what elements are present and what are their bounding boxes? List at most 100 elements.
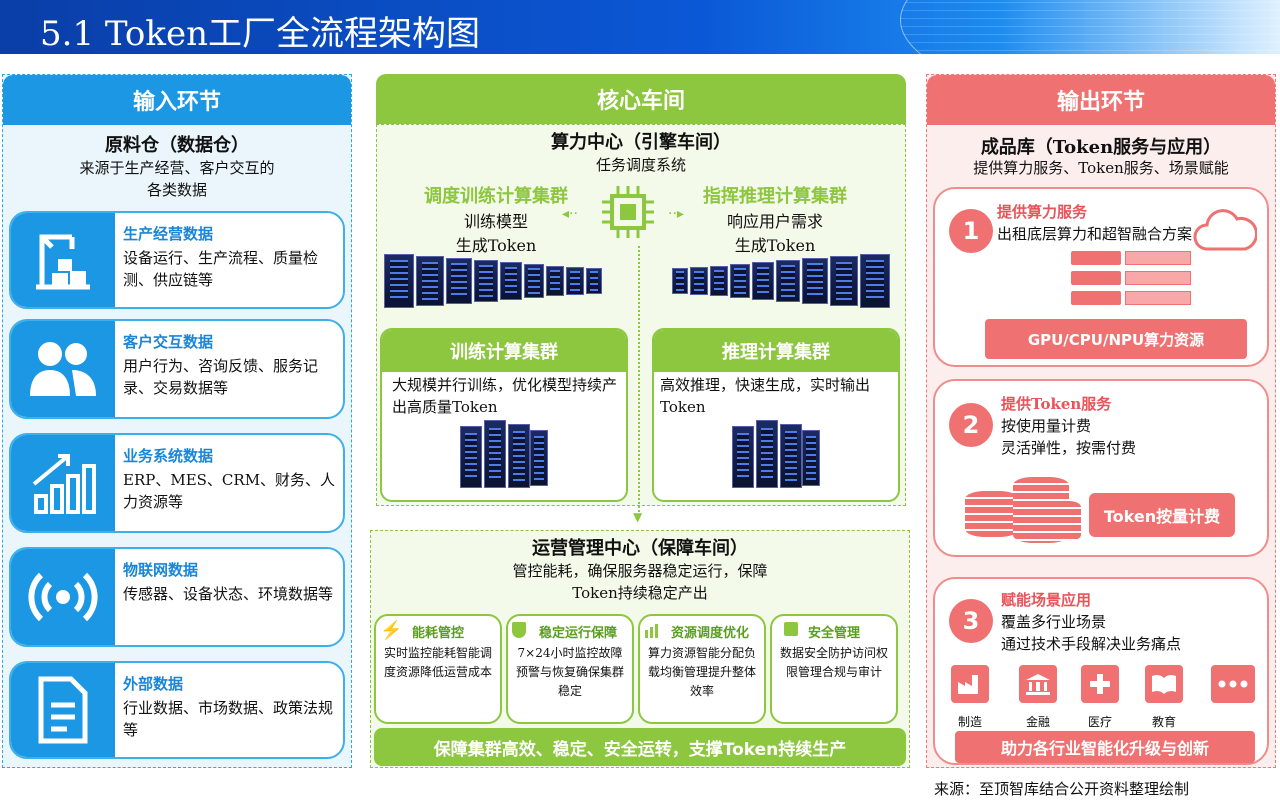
card-title: 客户交互数据 [123, 333, 214, 351]
service-pill: Token按量计费 [1089, 493, 1235, 537]
data-card-customer: 客户交互数据 用户行为、咨询反馈、服务记录、交易数据等 [9, 319, 345, 419]
ops-item-title: 资源调度优化 [670, 626, 749, 641]
ops-item-text: 算力资源智能分配负载均衡管理提升整体效率 [647, 646, 756, 698]
users-icon [11, 321, 115, 417]
service-card-token: 2 提供Token服务 按使用量计费 灵活弹性，按需付费 Token按量计费 [933, 379, 1269, 557]
card-text: 行业数据、市场数据、政策法规等 [123, 699, 334, 739]
service-card-scenario: 3 赋能场景应用 覆盖多行业场景 通过技术手段解决业务痛点 制造 金融 医疗 教… [933, 577, 1269, 765]
compute-sub: 任务调度系统 [595, 156, 686, 174]
service-text: 灵活弹性，按需付费 [1001, 439, 1137, 457]
ops-item-title: 安全管理 [807, 626, 860, 641]
server-row-infer [672, 254, 902, 308]
header-banner: 5.1 Token工厂全流程架构图 [0, 0, 1280, 54]
chip-icon [598, 182, 658, 242]
train-cluster-text: 大规模并行训练，优化模型持续产出高质量Token [392, 376, 618, 416]
crane-icon [11, 213, 115, 307]
service-text: 出租底层算力和超智融合方案 [997, 225, 1193, 243]
lightning-icon: ⚡ [380, 620, 403, 641]
ops-item-security: 安全管理 数据安全防护访问权限管理合规与审计 [770, 614, 898, 724]
server-stack-icon [1071, 251, 1191, 313]
output-column: 输出环节 成品库（Token服务与应用） 提供算力服务、Token服务、场景赋能… [926, 74, 1276, 768]
warehouse-title: 原料仓（数据仓） [105, 135, 249, 156]
infer-cluster-box: 推理计算集群 高效推理，快速生成，实时输出Token [652, 328, 900, 502]
data-card-production: 生产经营数据 设备运行、生产流程、质量检测、供应链等 [9, 211, 345, 309]
service-title: 提供算力服务 [997, 203, 1088, 221]
input-head: 输入环节 [3, 75, 351, 125]
service-number: 3 [949, 599, 993, 643]
card-title: 业务系统数据 [123, 447, 214, 465]
signal-icon [11, 549, 115, 645]
service-pill: 助力各行业智能化升级与创新 [955, 731, 1255, 763]
more-icon [1211, 665, 1255, 703]
service-number: 2 [949, 403, 993, 447]
page-title: 5.1 Token工厂全流程架构图 [40, 14, 481, 54]
ops-item-energy: ⚡ 能耗管控 实时监控能耗智能调度资源降低运营成本 [374, 614, 502, 724]
ops-item-title: 稳定运行保障 [538, 626, 617, 641]
source-note: 来源：至顶智库结合公开资料整理绘制 [934, 780, 1190, 798]
ops-item-text: 7×24小时监控故障预警与恢复确保集群稳定 [515, 646, 624, 698]
train-cluster-box: 训练计算集群 大规模并行训练，优化模型持续产出高质量Token [380, 328, 628, 502]
card-title: 物联网数据 [123, 561, 199, 579]
store-desc: 提供算力服务、Token服务、场景赋能 [973, 159, 1229, 177]
train-sched-l1: 训练模型 [463, 212, 528, 231]
industry-label: 医疗 [1087, 715, 1112, 729]
card-title: 生产经营数据 [123, 225, 214, 243]
input-column: 输入环节 原料仓（数据仓） 来源于生产经营、客户交互的 各类数据 生产经营数据 … [2, 74, 352, 768]
bar-chart-icon [11, 435, 115, 531]
chart-icon [644, 622, 660, 642]
card-text: 设备运行、生产流程、质量检测、供应链等 [123, 249, 319, 289]
ops-desc-2: Token持续稳定产出 [572, 584, 708, 602]
warehouse-desc-2: 各类数据 [146, 181, 207, 199]
flow-line [638, 246, 640, 516]
server-cabinet-icon [732, 418, 822, 498]
infer-sched-l2: 生成Token [734, 236, 816, 255]
service-card-compute: 1 提供算力服务 出租底层算力和超智融合方案 GPU/CPU/NPU算力资源 [933, 187, 1269, 367]
ops-item-text: 数据安全防护访问权限管理合规与审计 [779, 646, 888, 679]
book-icon [1145, 665, 1183, 703]
card-title: 外部数据 [123, 675, 184, 693]
card-text: 用户行为、咨询反馈、服务记录、交易数据等 [123, 357, 319, 397]
core-head: 核心车间 [376, 74, 906, 124]
infer-sched-title: 指挥推理计算集群 [703, 186, 847, 207]
train-sched-title: 调度训练计算集群 [424, 186, 568, 207]
service-text: 通过技术手段解决业务痛点 [1001, 635, 1182, 653]
medical-icon [1081, 665, 1119, 703]
ops-item-title: 能耗管控 [411, 626, 464, 641]
factory-icon [951, 665, 989, 703]
card-text: 传感器、设备状态、环境数据等 [123, 585, 334, 603]
warehouse-desc-1: 来源于生产经营、客户交互的 [79, 159, 275, 177]
data-card-business: 业务系统数据 ERP、MES、CRM、财务、人力资源等 [9, 433, 345, 533]
industry-label: 教育 [1151, 715, 1176, 729]
data-card-external: 外部数据 行业数据、市场数据、政策法规等 [9, 661, 345, 759]
ops-desc-1: 管控能耗，确保服务器稳定运行，保障 [512, 562, 768, 580]
service-number: 1 [949, 209, 993, 253]
service-pill: GPU/CPU/NPU算力资源 [985, 319, 1247, 359]
infer-cluster-text: 高效推理，快速生成，实时输出Token [660, 376, 871, 416]
infer-sched-l1: 响应用户需求 [726, 212, 823, 231]
train-sched-l2: 生成Token [455, 236, 537, 255]
core-footer: 保障集群高效、稳定、安全运转，支撑Token持续生产 [374, 728, 906, 766]
coin-stack-icon [965, 477, 1085, 547]
bank-icon [1019, 665, 1057, 703]
ops-title: 运营管理中心（保障车间） [532, 538, 748, 559]
service-title: 提供Token服务 [1001, 395, 1112, 413]
ops-item-stability: 稳定运行保障 7×24小时监控故障预警与恢复确保集群稳定 [506, 614, 634, 724]
infer-cluster-title: 推理计算集群 [654, 330, 898, 372]
ops-item-text: 实时监控能耗智能调度资源降低运营成本 [383, 646, 492, 679]
ops-item-scheduling: 资源调度优化 算力资源智能分配负载均衡管理提升整体效率 [638, 614, 766, 724]
document-icon [11, 663, 115, 757]
server-cabinet-icon [460, 418, 550, 498]
lock-icon [784, 622, 798, 636]
shield-icon [512, 622, 526, 638]
industry-label: 制造 [957, 715, 982, 729]
data-card-iot: 物联网数据 传感器、设备状态、环境数据等 [9, 547, 345, 647]
service-title: 赋能场景应用 [1001, 591, 1092, 609]
server-row-train [384, 254, 614, 308]
industry-label: 金融 [1025, 715, 1050, 729]
card-text: ERP、MES、CRM、财务、人力资源等 [123, 471, 336, 511]
arrow-right-icon: ··▸ [668, 206, 684, 222]
globe-decoration [900, 0, 1280, 54]
service-text: 覆盖多行业场景 [1001, 613, 1107, 631]
cloud-icon [1193, 205, 1258, 257]
output-head: 输出环节 [927, 75, 1275, 125]
